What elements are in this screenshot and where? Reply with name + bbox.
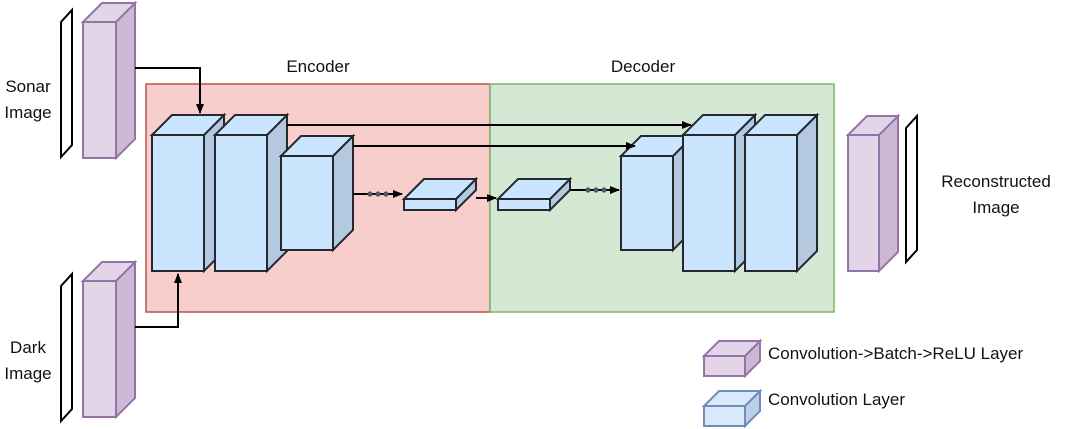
dark-input-block [80,259,138,420]
encoder-conv-block-3 [278,133,356,253]
dark-image-plane [60,271,73,424]
decoder-conv-block-3 [742,112,820,274]
dark-input-arrow [135,273,182,328]
encoder-bottleneck-block [401,176,479,213]
sonar-image-label-line1: Sonar [5,77,51,96]
legend-conv-label: Convolution Layer [768,390,905,409]
encoder-ellipsis-dots [367,191,389,197]
sonar-image-label-line2: Image [4,103,51,122]
encoder-conv-block-1 [149,112,227,274]
output-image-plane [905,113,918,265]
sonar-input-arrow [135,67,204,114]
encoder-conv-block-2 [212,112,290,274]
decoder-bottleneck-block [495,176,573,213]
output-image-label-line1: Reconstructed [941,172,1051,191]
output-block [845,113,901,274]
output-image-label-line2: Image [972,198,1019,217]
dark-image-label-line2: Image [4,364,51,383]
legend-cbr-label: Convolution->Batch->ReLU Layer [768,344,1023,363]
sonar-input-block [80,0,138,161]
legend-conv-swatch [701,388,763,429]
dark-image-label-line1: Dark [10,338,46,357]
encoder-label: Encoder [286,57,350,76]
decoder-ellipsis-dots [585,187,607,193]
legend-cbr-swatch [701,338,763,379]
sonar-image-plane [60,7,73,160]
decoder-label: Decoder [611,57,676,76]
